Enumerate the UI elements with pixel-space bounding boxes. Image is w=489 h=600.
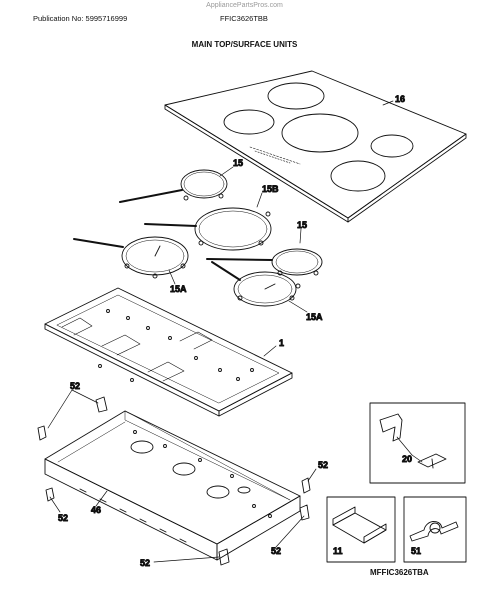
radiant-element-15a-right	[211, 261, 301, 307]
callout-15a-right: 15A	[306, 312, 323, 322]
callout-46: 46	[91, 505, 101, 515]
model-number: FFIC3626TBB	[220, 14, 268, 23]
clip-52-b	[95, 396, 108, 413]
callout-15-right: 15	[297, 220, 307, 230]
clip-52-a	[37, 425, 47, 441]
callout-16: 16	[395, 94, 405, 104]
radiant-element-15-right	[206, 248, 323, 276]
clip-52-e	[218, 548, 230, 566]
diagram-code: MFFIC3626TBA	[370, 568, 429, 577]
clip-52-d	[299, 504, 310, 521]
radiant-element-15b	[144, 207, 272, 251]
radiant-element-15-top	[119, 169, 228, 203]
burner-ring	[267, 82, 325, 110]
callout-52-a: 52	[70, 381, 80, 391]
callout-52-b: 52	[318, 460, 328, 470]
callout-1: 1	[279, 338, 284, 348]
main-top-frame	[44, 287, 293, 417]
callout-52-e: 52	[140, 558, 150, 568]
callout-11: 11	[333, 546, 343, 556]
watermark: AppliancePartsPros.com	[206, 2, 283, 9]
callout-15-top: 15	[233, 158, 243, 168]
bottom-box	[44, 410, 301, 561]
burner-ring	[330, 160, 386, 192]
burner-ring	[281, 113, 359, 153]
burner-ring	[370, 134, 414, 158]
publication-number: Publication No: 5995716999	[33, 14, 128, 23]
radiant-element-15a-left	[73, 236, 189, 279]
inset-clamp-51	[403, 496, 467, 563]
section-title: MAIN TOP/SURFACE UNITS	[191, 40, 298, 49]
inset-bracket-20	[369, 402, 466, 484]
callout-52-c: 52	[58, 513, 68, 523]
callout-15a-left: 15A	[170, 284, 187, 294]
inset-box-11	[326, 496, 396, 563]
burner-ring	[223, 109, 275, 135]
clip-52-f	[45, 487, 55, 502]
callout-15b: 15B	[262, 184, 279, 194]
callout-51: 51	[411, 546, 421, 556]
leader-lines	[47, 100, 423, 563]
callout-52-d: 52	[271, 546, 281, 556]
callout-20: 20	[402, 454, 412, 464]
glass-cooktop	[164, 70, 467, 223]
clip-52-c	[301, 477, 311, 494]
